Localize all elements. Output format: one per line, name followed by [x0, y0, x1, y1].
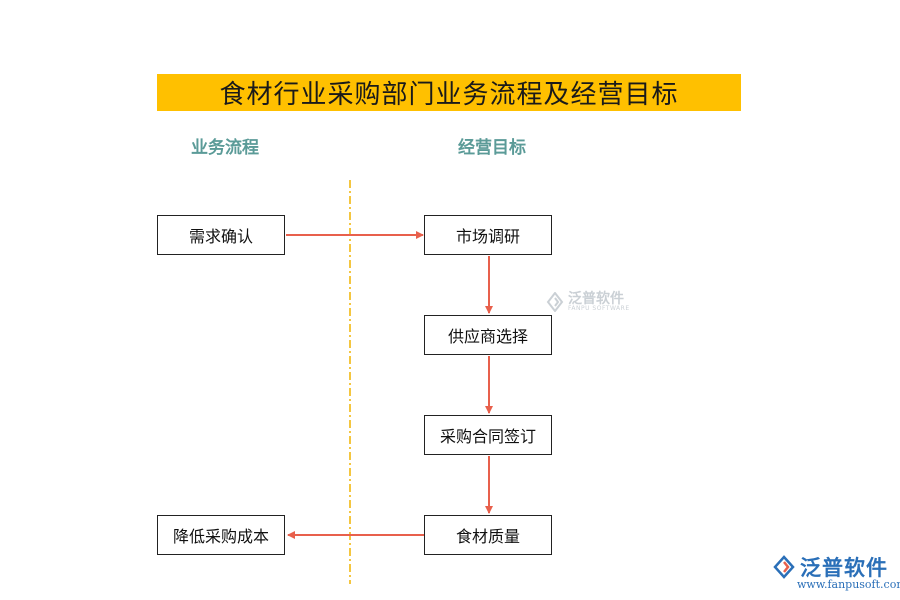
title-bar: 食材行业采购部门业务流程及经营目标	[157, 74, 741, 111]
watermark: 泛普软件 FANPU SOFTWARE	[545, 292, 630, 312]
brand-name: 泛普软件	[800, 556, 888, 580]
box-reduce-cost: 降低采购成本	[157, 515, 285, 555]
header-business-process: 业务流程	[191, 138, 259, 158]
diagram-title: 食材行业采购部门业务流程及经营目标	[219, 80, 679, 110]
watermark-en: FANPU SOFTWARE	[568, 305, 630, 312]
watermark-cn: 泛普软件	[568, 291, 624, 307]
fanpu-logo-icon	[546, 292, 564, 312]
box-supplier-select: 供应商选择	[424, 315, 552, 355]
box-food-quality: 食材质量	[424, 515, 552, 555]
brand-logo: 泛普软件	[772, 552, 888, 582]
header-business-goals: 经营目标	[458, 138, 526, 158]
box-market-research: 市场调研	[424, 215, 552, 255]
fanpu-logo-icon	[773, 555, 795, 579]
brand-url: www.fanpusoft.com	[797, 578, 900, 591]
box-contract-sign: 采购合同签订	[424, 415, 552, 455]
box-demand-confirm: 需求确认	[157, 215, 285, 255]
